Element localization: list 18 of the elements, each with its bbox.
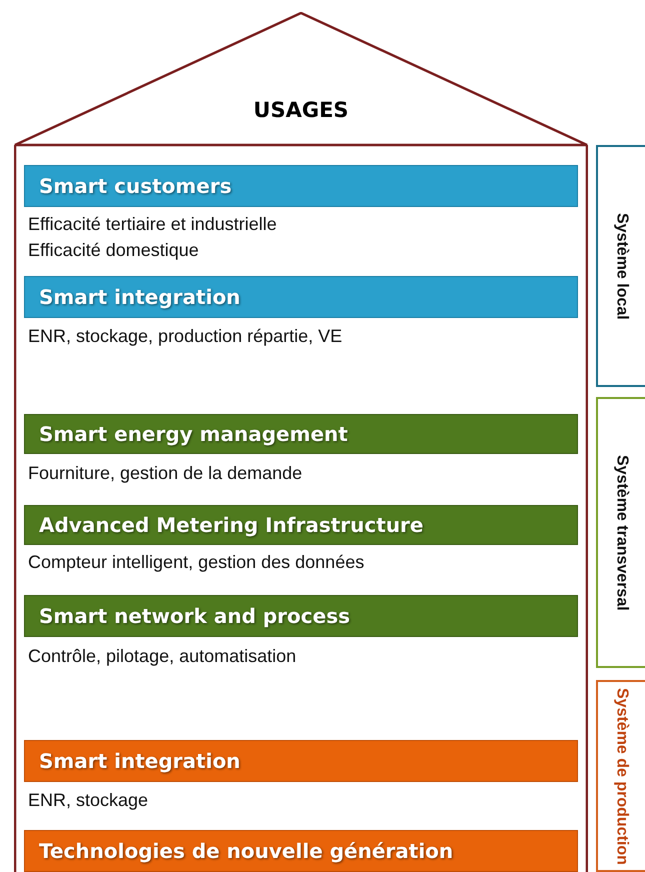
description-text: Compteur intelligent, gestion des données [28,552,364,573]
system-bracket: Système local [596,145,645,387]
section-bar: Smart network and process [24,595,578,637]
house-title: USAGES [252,98,350,122]
description-text: ENR, stockage, production répartie, VE [28,326,342,347]
description-text: ENR, stockage [28,790,148,811]
description-text: Fourniture, gestion de la demande [28,463,302,484]
system-bracket: Système transversal [596,397,645,668]
description-text: Contrôle, pilotage, automatisation [28,646,296,667]
description-text: Efficacité tertiaire et industrielle [28,214,277,235]
section-bar: Smart integration [24,740,578,782]
section-bar: Smart energy management [24,414,578,454]
section-bar: Technologies de nouvelle génération [24,830,578,872]
system-bracket: Système de production [596,680,645,872]
section-bar: Smart integration [24,276,578,318]
description-text: Efficacité domestique [28,240,199,261]
section-bar: Smart customers [24,165,578,207]
section-bar: Advanced Metering Infrastructure [24,505,578,545]
